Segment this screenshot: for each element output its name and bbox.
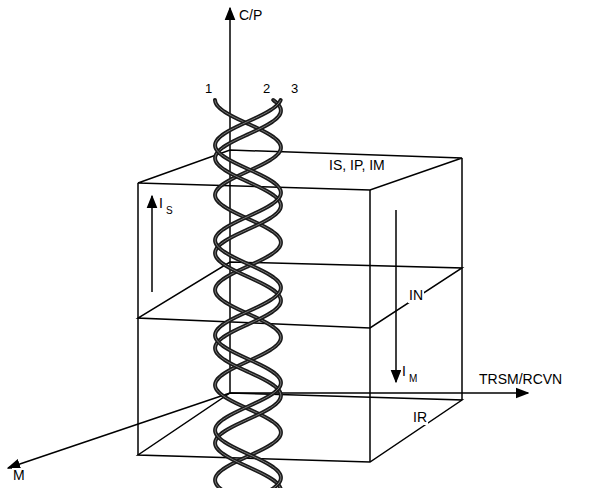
layer-label: IR bbox=[412, 410, 428, 425]
cube-edge bbox=[137, 183, 139, 455]
layer-label: IS, IP, IM bbox=[328, 158, 386, 173]
helix-strand-2-highlight bbox=[215, 100, 281, 488]
helix-strand-1-highlight bbox=[215, 100, 281, 488]
cube-edges bbox=[138, 150, 462, 462]
current-subscript: M bbox=[408, 373, 418, 384]
strand-number: 2 bbox=[262, 82, 271, 96]
helix-strand-3-highlight bbox=[215, 100, 281, 488]
axes bbox=[8, 8, 528, 468]
im-arrow bbox=[395, 210, 397, 382]
cube-edge bbox=[369, 190, 371, 462]
current-label: I bbox=[158, 196, 164, 211]
top-plane bbox=[138, 150, 462, 190]
current-label: I bbox=[401, 364, 407, 379]
helix-strands bbox=[215, 100, 281, 488]
strand-number: 3 bbox=[290, 82, 299, 96]
axis-label: TRSM/RCVN bbox=[478, 372, 563, 387]
cube-edge bbox=[461, 158, 463, 400]
helix-strand-2 bbox=[215, 100, 281, 488]
helix-strand-1 bbox=[215, 100, 281, 488]
bottom-plane bbox=[138, 393, 462, 462]
current-subscript: S bbox=[165, 205, 174, 216]
m-axis bbox=[8, 393, 230, 468]
axis-label: M bbox=[12, 468, 26, 483]
middle-plane bbox=[138, 262, 462, 328]
helix-strand-3 bbox=[215, 100, 281, 488]
axis-label: C/P bbox=[238, 8, 263, 23]
strand-number: 1 bbox=[204, 82, 213, 96]
is-arrow bbox=[151, 196, 153, 292]
layer-label: IN bbox=[408, 288, 424, 303]
